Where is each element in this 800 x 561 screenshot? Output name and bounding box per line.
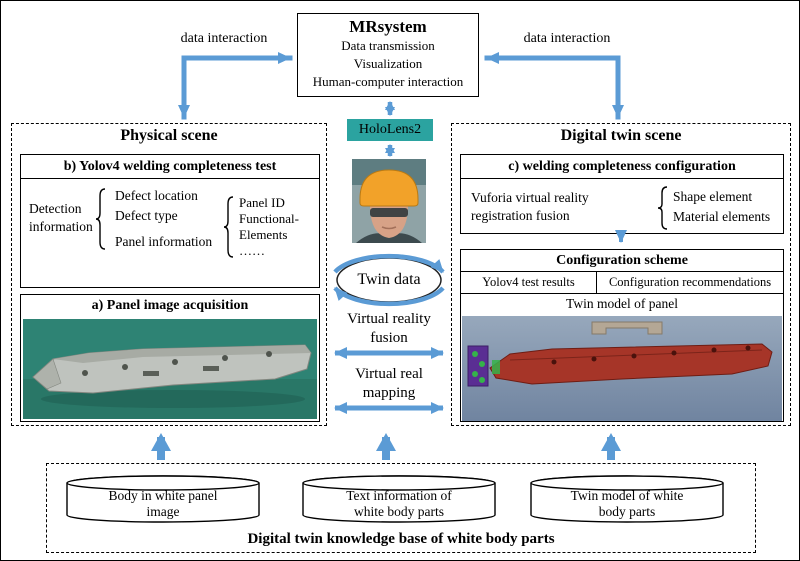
twin-model-of-panel-label: Twin model of panel: [566, 296, 678, 311]
panel-information-item: Panel information: [115, 234, 213, 249]
worker-photo-icon: [352, 159, 426, 243]
yolov4-results-cell: Yolov4 test results: [461, 272, 597, 293]
cylinder-label-line-1: Text information of: [346, 488, 452, 503]
twin-model-render: [462, 316, 782, 421]
scheme-header-row: Yolov4 test results Configuration recomm…: [461, 272, 783, 294]
vr-fusion-line-1: Virtual reality: [347, 311, 431, 327]
welding-config-title: c) welding completeness configuration: [461, 155, 783, 179]
yolov4-test-title: b) Yolov4 welding completeness test: [21, 155, 319, 179]
functional-subitem: Functional-: [239, 211, 299, 226]
config-recommendations-cell: Configuration recommendations: [608, 275, 772, 289]
cylinder-label-line-2: white body parts: [354, 504, 444, 519]
vuforia-line-2: registration fusion: [471, 208, 570, 223]
mrsystem-title: MRsystem: [349, 17, 427, 36]
cylinder-icon: [66, 475, 260, 523]
vuforia-line-1: Vuforia virtual reality: [471, 190, 589, 205]
arrow-data-interaction-right: [484, 52, 624, 120]
panel-id-subitem: Panel ID: [239, 195, 285, 210]
yolov4-test-box: b) Yolov4 welding completeness test Dete…: [20, 154, 320, 288]
cylinder-label: Twin model of white body parts: [529, 488, 725, 520]
detection-info-line-2: information: [29, 219, 93, 234]
vr-fusion-line-2: fusion: [370, 330, 408, 346]
cylinder-label: Text information of white body parts: [301, 488, 497, 520]
knowledge-base-title: Digital twin knowledge base of white bod…: [247, 531, 555, 547]
vr-mapping-label: Virtual real mapping: [329, 365, 449, 403]
vr-fusion-label: Virtual reality fusion: [329, 310, 449, 348]
material-elements-item: Material elements: [673, 209, 771, 224]
defect-location-item: Defect location: [115, 188, 198, 203]
db-cylinder-panel-image: Body in white panel image: [65, 474, 261, 524]
db-cylinder-twin-model: Twin model of white body parts: [529, 474, 725, 524]
defect-type-item: Defect type: [115, 208, 178, 223]
data-interaction-label-left: data interaction: [180, 31, 268, 46]
shape-element-item: Shape element: [673, 189, 753, 204]
mrsystem-line-2: Visualization: [353, 56, 423, 71]
mrsystem-box: MRsystem Data transmission Visualization…: [297, 13, 479, 97]
panel-acquisition-box: a) Panel image acquisition: [20, 294, 320, 422]
ellipsis-subitem: ……: [239, 243, 265, 258]
db-cylinder-text-information: Text information of white body parts: [301, 474, 497, 524]
twin-data-label: Twin data: [357, 271, 421, 288]
brace-icon: [95, 188, 107, 250]
vr-mapping-line-2: mapping: [362, 385, 416, 401]
brace-icon: [223, 196, 235, 258]
panel-photo-icon: [23, 319, 317, 419]
knowledge-base-panel: Body in white panel image Text informati…: [46, 463, 756, 553]
twin-model-render-icon: [462, 316, 782, 421]
worker-photo: [352, 159, 426, 243]
configuration-scheme-box: Configuration scheme Yolov4 test results…: [460, 249, 784, 422]
cylinder-icon: [302, 475, 496, 523]
cylinder-label: Body in white panel image: [65, 488, 261, 520]
brace-icon: [657, 186, 669, 230]
panel-acquisition-title: a) Panel image acquisition: [91, 298, 249, 313]
mrsystem-line-3: Human-computer interaction: [312, 74, 464, 89]
digital-twin-scene-panel: Digital twin scene c) welding completene…: [451, 123, 791, 426]
welding-config-box: c) welding completeness configuration Vu…: [460, 154, 784, 234]
hololens-badge: HoloLens2: [347, 119, 433, 141]
physical-scene-panel: Physical scene b) Yolov4 welding complet…: [11, 123, 327, 426]
elements-subitem: Elements: [239, 227, 288, 242]
detection-info-line-1: Detection: [29, 201, 82, 216]
cylinder-label-line-1: Twin model of white: [570, 488, 684, 503]
cylinder-label-line-2: body parts: [598, 504, 656, 519]
panel-photo: [23, 319, 317, 419]
configuration-scheme-title: Configuration scheme: [461, 250, 783, 272]
arrow-data-interaction-left: [178, 52, 293, 120]
cylinder-icon: [530, 475, 724, 523]
mrsystem-line-1: Data transmission: [341, 38, 435, 53]
digital-twin-scene-title: Digital twin scene: [560, 127, 682, 144]
data-interaction-label-right: data interaction: [523, 31, 611, 46]
physical-scene-title: Physical scene: [120, 127, 218, 144]
vr-mapping-line-1: Virtual real: [355, 366, 423, 382]
cylinder-label-line-2: image: [146, 504, 180, 519]
cylinder-label-line-1: Body in white panel: [108, 488, 218, 503]
